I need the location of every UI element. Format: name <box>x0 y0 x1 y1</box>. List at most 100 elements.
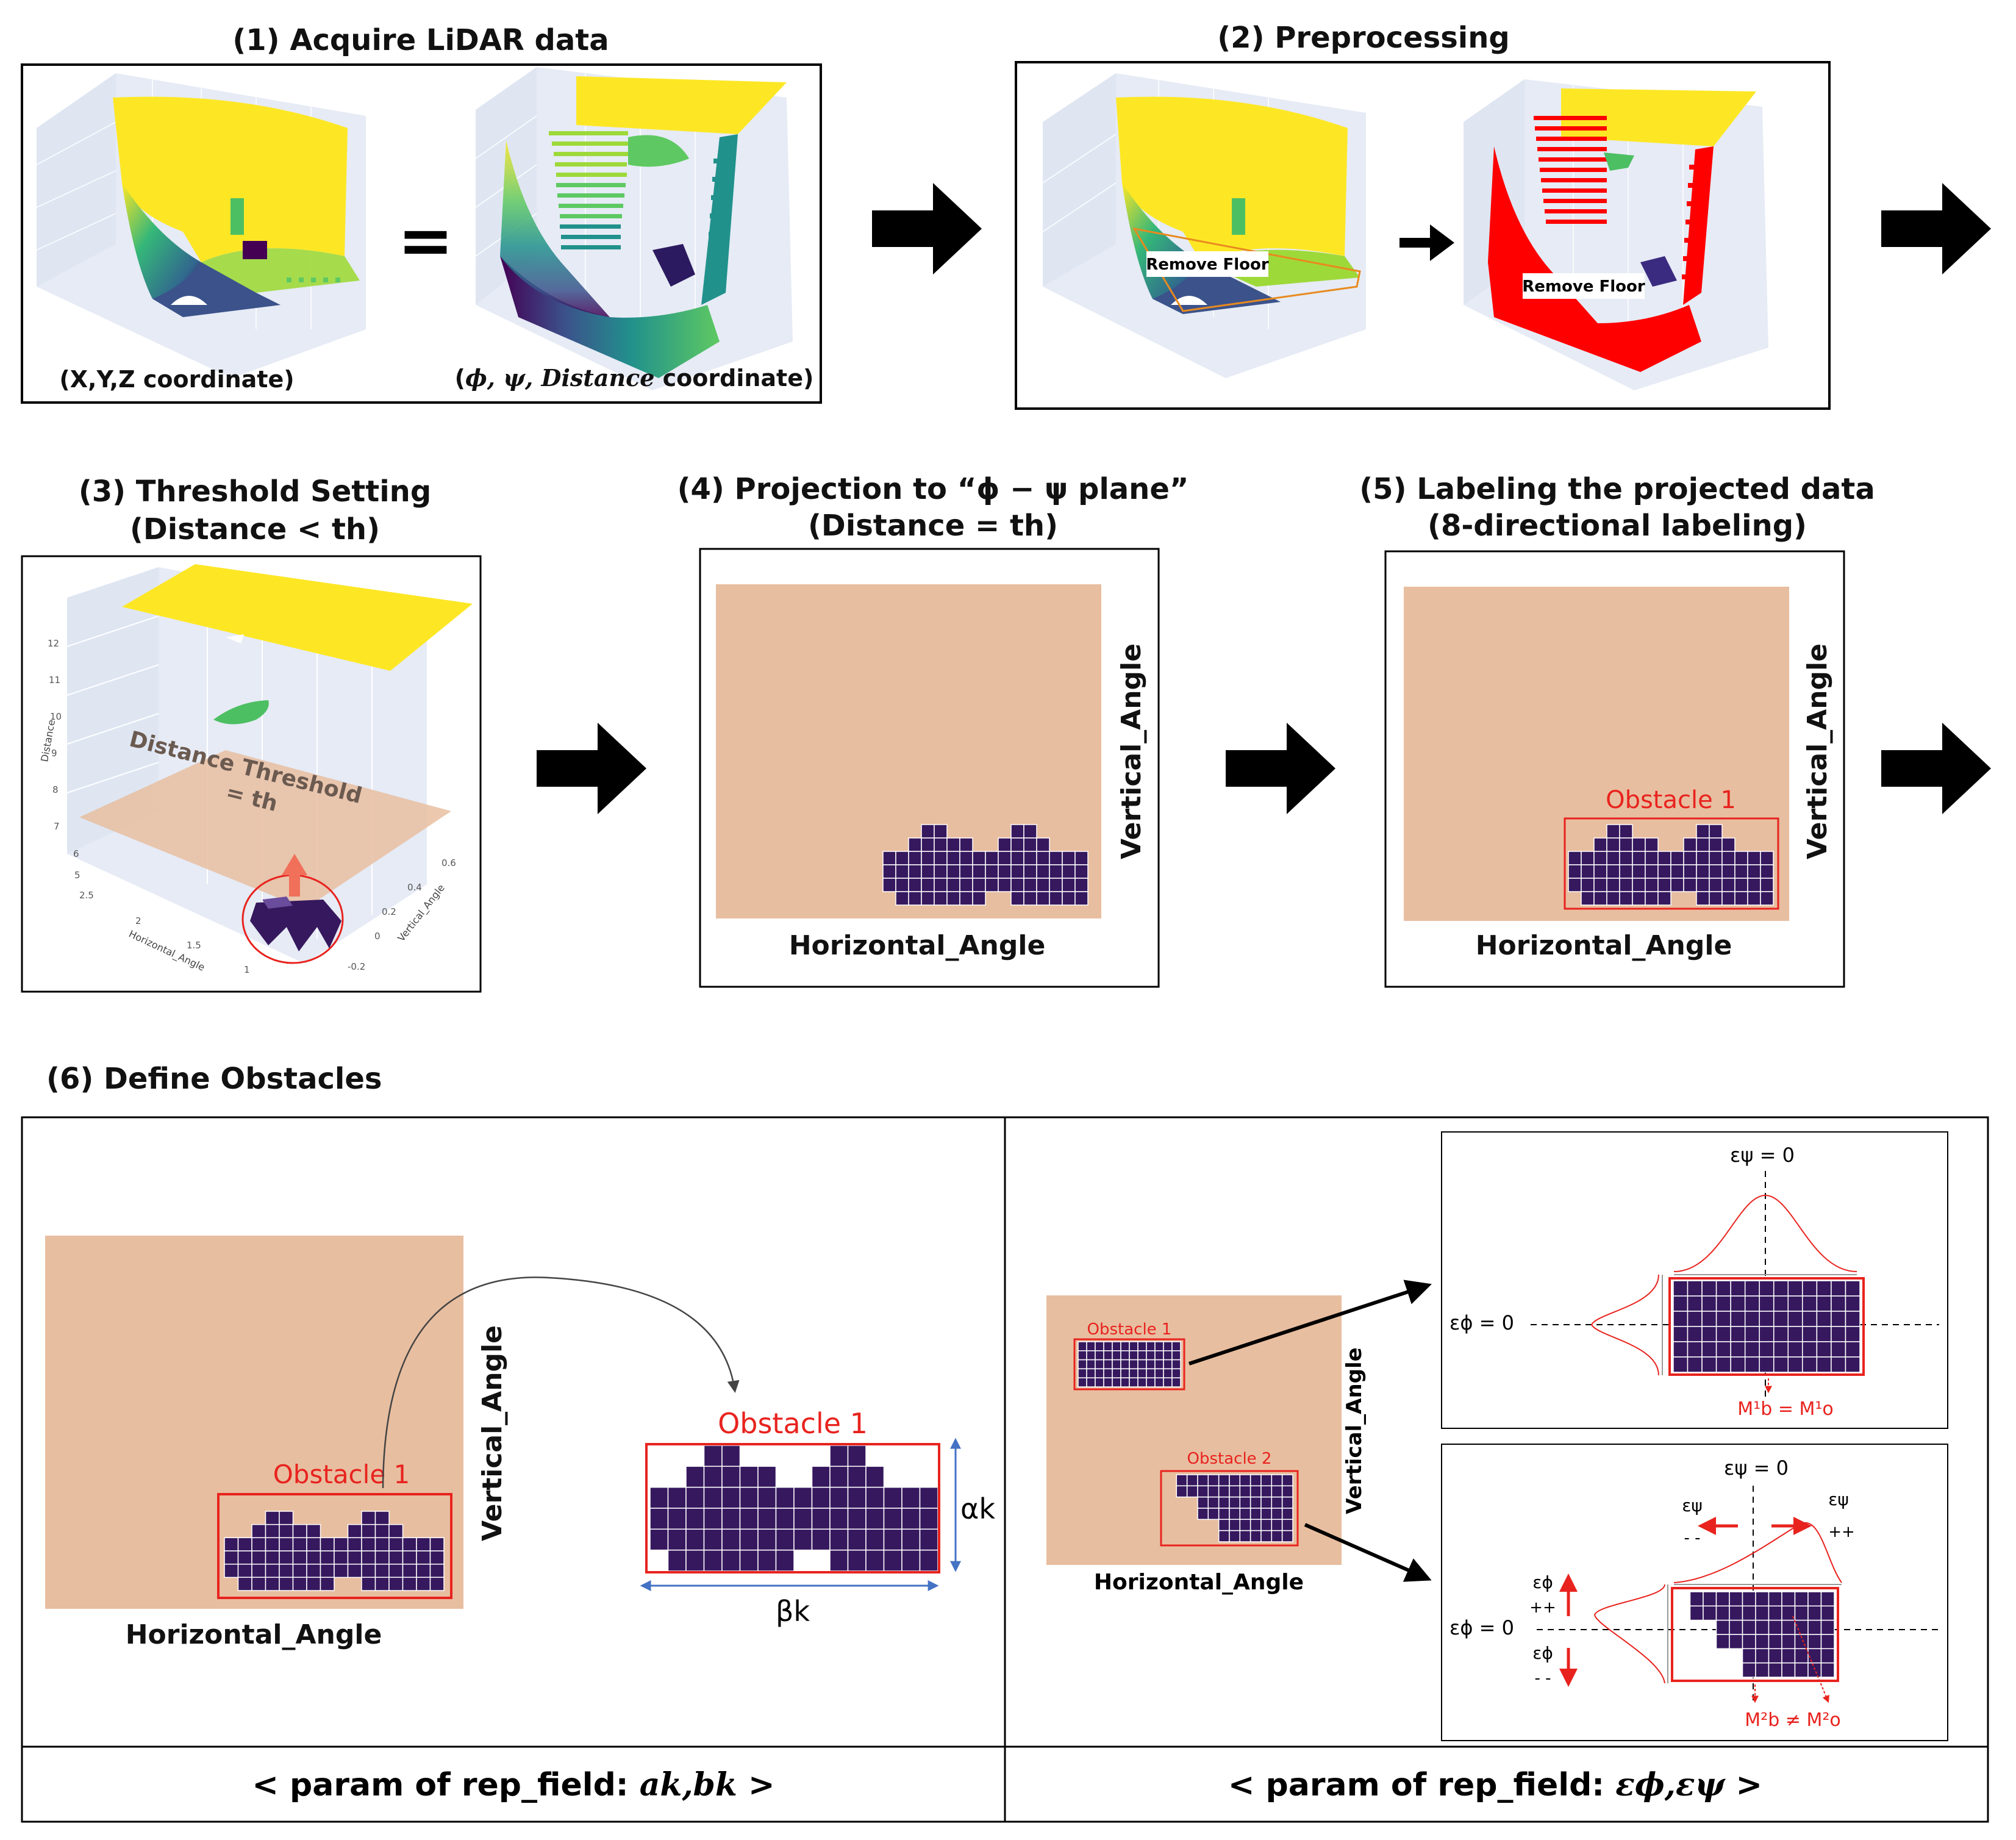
obstacle-cell <box>1632 891 1646 906</box>
obstacle-cell <box>921 864 935 879</box>
obstacle-cell <box>757 1549 777 1572</box>
obstacle-cell <box>1709 891 1723 906</box>
obstacle-cell <box>1768 1591 1782 1607</box>
obstacle-cell <box>998 851 1012 865</box>
obstacle-cell <box>1163 1350 1173 1361</box>
svg-text:1.5: 1.5 <box>187 940 201 951</box>
obstacle-cell <box>1715 1326 1731 1342</box>
obstacle-cell <box>224 1537 239 1552</box>
obstacle-cell <box>793 1508 813 1530</box>
obstacle-cell <box>1207 1508 1220 1520</box>
obstacle-cell <box>1807 1648 1822 1664</box>
obstacle-cell <box>703 1445 723 1467</box>
obstacle-cell <box>1129 1377 1138 1387</box>
obstacle-cell <box>1820 1648 1835 1664</box>
obstacle-cell <box>882 878 896 892</box>
obstacle-cell <box>1049 864 1063 879</box>
obstacle-cell <box>1095 1350 1104 1361</box>
obstacle-cell <box>1802 1356 1818 1373</box>
obstacle-cell <box>1755 1648 1770 1664</box>
obstacle-cell <box>1154 1350 1164 1361</box>
obstacle-cell <box>1010 837 1024 852</box>
step4-title-line2: (Distance = th) <box>808 509 1058 543</box>
obstacle-cell <box>320 1537 335 1552</box>
obstacle-cell <box>882 864 896 879</box>
obstacle-cell <box>1163 1368 1173 1378</box>
obstacle-cell <box>1787 1280 1803 1297</box>
obstacle-cell <box>1281 1496 1293 1509</box>
obstacle-cell <box>775 1549 795 1572</box>
bottom-eps-psi-label: εψ = 0 <box>1724 1456 1789 1480</box>
obstacle-cell <box>292 1577 307 1591</box>
obstacle-cell <box>265 1537 280 1552</box>
obstacle-cell <box>374 1577 390 1591</box>
obstacle-cell <box>1759 1356 1775 1373</box>
flow-arrow-1 <box>872 183 982 274</box>
obstacle-cell <box>1281 1474 1293 1487</box>
obstacle-cell <box>1186 1474 1198 1487</box>
obstacle-cell <box>1137 1377 1147 1387</box>
obstacle-cell <box>908 851 922 865</box>
obstacle-cell <box>1103 1359 1113 1370</box>
obstacle-cell <box>1734 864 1748 879</box>
obstacle-cell <box>1218 1474 1230 1487</box>
obstacle-cell <box>1689 1591 1704 1607</box>
obstacle-cell <box>1271 1496 1283 1509</box>
obstacle-cell <box>1239 1474 1251 1487</box>
step6-zoomed-obstacle-label: Obstacle 1 <box>718 1407 868 1440</box>
obstacle-cell <box>1755 1634 1770 1650</box>
obstacle-cell <box>1696 864 1710 879</box>
obstacle-cell <box>402 1577 417 1591</box>
obstacle-cell <box>1581 878 1595 892</box>
obstacle-cell <box>361 1537 376 1552</box>
top-phi-gaussian <box>1590 1274 1659 1376</box>
step2-title: (2) Preprocessing <box>1217 21 1510 55</box>
obstacle-cell <box>251 1563 266 1578</box>
obstacle-cell <box>1730 1356 1746 1373</box>
obstacle-cell <box>1759 1341 1775 1358</box>
obstacle-cell <box>388 1523 404 1539</box>
obstacle-cell <box>347 1537 362 1552</box>
obstacle-cell <box>1593 851 1607 865</box>
obstacle-cell <box>1721 851 1735 865</box>
obstacle-cell <box>985 864 999 879</box>
obstacle-cell <box>1112 1359 1121 1370</box>
obstacle-cell <box>1657 864 1671 879</box>
bottom-phi-gaussian <box>1593 1584 1665 1684</box>
obstacle-cell <box>959 878 973 892</box>
obstacle-cell <box>1744 1311 1760 1327</box>
obstacle-cell <box>946 878 960 892</box>
obstacle-cell <box>1606 878 1620 892</box>
obstacle-cell <box>1095 1368 1104 1378</box>
zoom-curve-arrow <box>382 1276 740 1489</box>
obstacle-cell <box>908 837 922 852</box>
obstacle-cell <box>1086 1359 1096 1370</box>
obstacle-cell <box>1186 1485 1198 1498</box>
obstacle-cell <box>829 1466 849 1488</box>
obstacle-cell <box>402 1550 417 1565</box>
obstacle-cell <box>649 1508 669 1530</box>
top-m-equal-label: M¹b = M¹o <box>1737 1398 1833 1420</box>
obstacle-cell <box>1171 1368 1181 1378</box>
obstacle-cell <box>1207 1485 1220 1498</box>
obstacle-cell <box>1137 1359 1147 1370</box>
obstacle-cell <box>1218 1508 1230 1520</box>
obstacle-cell <box>1687 1295 1703 1312</box>
obstacle-cell <box>374 1563 390 1578</box>
step6-right-caption: < param of rep_field: εϕ,εψ > <box>1228 1766 1762 1803</box>
obstacle-cell <box>224 1563 239 1578</box>
obstacle-cell <box>1802 1326 1818 1342</box>
obstacle-cell <box>1701 1280 1717 1297</box>
obstacle-cell <box>811 1508 831 1530</box>
obstacle-cell <box>1845 1356 1861 1373</box>
step3-title-line2: (Distance < th) <box>130 512 380 546</box>
obstacle-cell <box>1759 1311 1775 1327</box>
obstacle-cell <box>757 1486 777 1509</box>
obstacle-cell <box>1112 1377 1121 1387</box>
obstacle-cell <box>1670 878 1684 892</box>
obstacle-cell <box>237 1563 252 1578</box>
step5-obstacle-box <box>1564 817 1779 910</box>
step5-obstacle-label: Obstacle 1 <box>1606 786 1736 814</box>
obstacle-cell <box>361 1523 376 1539</box>
obstacle-cell <box>649 1528 669 1551</box>
